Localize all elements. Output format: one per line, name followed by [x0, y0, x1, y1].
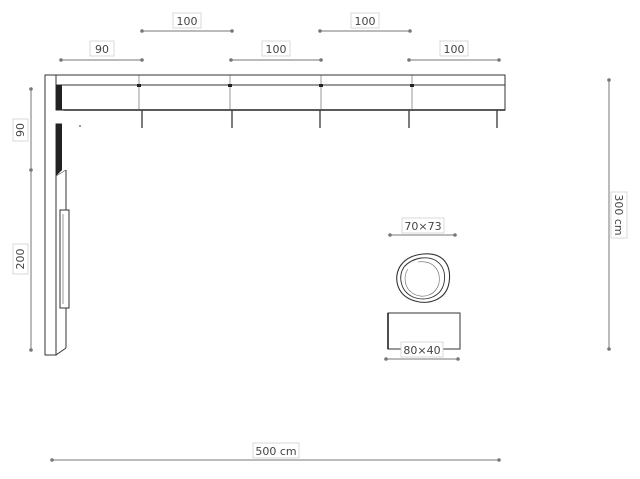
pouf-dimension: 70×73	[388, 217, 457, 237]
dim-label: 80×40	[403, 344, 440, 357]
dim-label: 100	[266, 43, 287, 56]
dim-label: 90	[95, 43, 109, 56]
dim-top-row2-b: 100	[229, 40, 323, 62]
dim-label: 500 cm	[255, 445, 296, 458]
dim-right-300: 300 cm	[607, 78, 628, 351]
sectional-sofa	[44, 74, 506, 356]
dim-label: 100	[355, 15, 376, 28]
dim-label: 90	[14, 123, 27, 137]
dim-top-row2-a: 90	[59, 40, 144, 62]
dim-left-200: 200	[12, 170, 33, 352]
dim-left-90: 90	[12, 87, 33, 172]
dim-top-row1-b: 100	[318, 12, 412, 33]
dim-label: 70×73	[404, 220, 441, 233]
dim-top-row2-c: 100	[407, 40, 501, 62]
dim-label: 200	[14, 249, 27, 270]
dim-top-row1-a: 100	[140, 12, 234, 33]
dim-bottom-500: 500 cm	[50, 442, 501, 462]
dim-label: 100	[444, 43, 465, 56]
dim-label: 100	[177, 15, 198, 28]
table-dimension: 80×40	[384, 341, 460, 361]
dim-label: 300 cm	[612, 194, 625, 235]
pouf	[396, 253, 451, 303]
